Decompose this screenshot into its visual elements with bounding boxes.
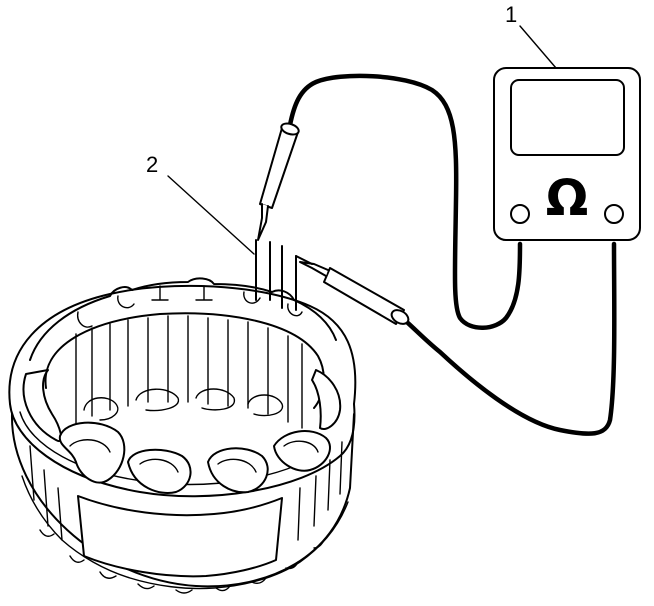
stator-laminations bbox=[29, 441, 343, 541]
lead-wire-left bbox=[287, 73, 523, 330]
meter-jack-right bbox=[604, 204, 624, 224]
callout-2: 2 bbox=[146, 152, 255, 255]
stator-winding-crown bbox=[29, 277, 337, 361]
meter-jack-left bbox=[510, 204, 530, 224]
stator-winding-front bbox=[22, 369, 342, 494]
meter-display bbox=[510, 79, 625, 156]
stator-leads bbox=[255, 239, 313, 311]
stator-core-lower-edge bbox=[21, 475, 349, 590]
stator-core-teeth bbox=[39, 529, 325, 594]
stator bbox=[8, 239, 357, 594]
stator-bore-top bbox=[44, 312, 325, 409]
test-leads bbox=[257, 73, 617, 436]
ohm-icon: Ω bbox=[546, 169, 589, 227]
stator-rim-top bbox=[8, 284, 357, 405]
callout-2-number: 2 bbox=[146, 152, 158, 177]
callout-2-leader bbox=[167, 175, 255, 255]
probe-upper bbox=[257, 122, 300, 241]
lead-wire-right bbox=[397, 241, 617, 436]
stator-slots bbox=[75, 315, 303, 429]
callout-1: 1 bbox=[505, 2, 557, 69]
multimeter: Ω bbox=[493, 67, 641, 241]
probe-lower bbox=[299, 261, 410, 325]
stator-nameplate bbox=[77, 495, 283, 578]
stator-winding-front-detail bbox=[69, 439, 319, 473]
callout-1-number: 1 bbox=[505, 2, 517, 27]
stator-rim-front bbox=[9, 403, 356, 498]
stator-winding-back bbox=[83, 388, 284, 421]
callout-1-leader bbox=[519, 25, 557, 69]
stator-winding-crown-ties bbox=[77, 285, 303, 328]
